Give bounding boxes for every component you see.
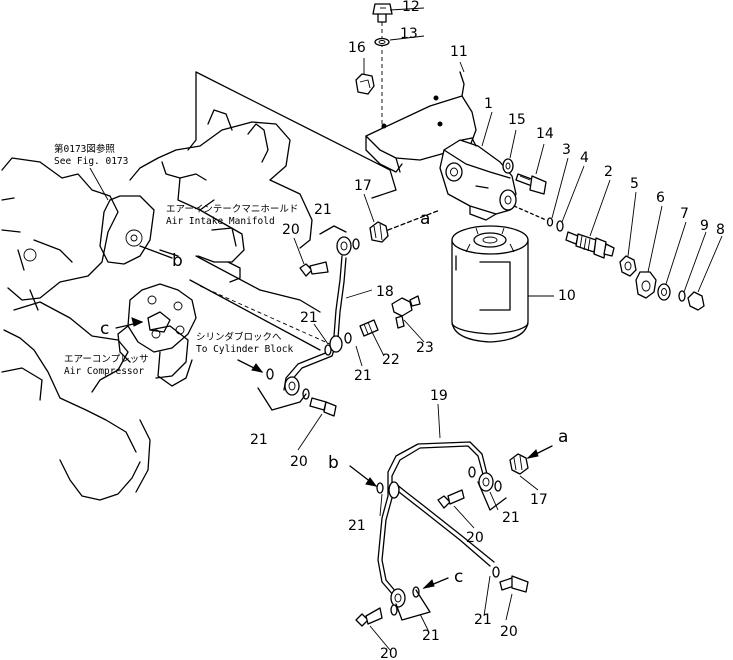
bolt-20-lower [309,397,337,417]
engine-outline [1,157,189,501]
seal-4 [513,205,564,232]
pipe-19 [377,441,495,597]
callout-9: 9 [700,218,709,234]
letter-a-pipe: a [558,427,568,447]
fitting-18-top [336,236,360,256]
nut-8 [687,291,705,311]
note-manifold-jp: エアーインテークマニホールド [166,204,298,215]
callout-21-upper: 21 [314,202,332,218]
air-compressor [117,283,197,387]
callout-22: 22 [382,352,400,368]
bolt-20-upper [299,261,329,277]
leader-b-main [159,249,179,257]
filter-cartridge [451,225,529,343]
callout-bracket-21-lower-a [477,481,507,511]
note-compressor-en: Air Compressor [64,366,144,377]
bolt-14 [515,173,547,195]
letter-c-main: c [100,319,109,339]
nut-5 [619,255,637,277]
callout-21-right: 21 [354,368,372,384]
arrow-a-pipe [526,445,553,459]
leader-lines [293,7,723,651]
fitting-18-mid [324,332,352,356]
callout-6: 6 [656,190,665,206]
letter-b-main: b [172,251,183,271]
callout-20-upper: 20 [282,222,300,238]
callout-20-lower-left: 20 [290,454,308,470]
callout-21-lower-left: 21 [250,432,268,448]
washer-13 [374,37,390,47]
callout-bracket-21-lower-b [395,589,431,621]
callout-15: 15 [508,112,526,128]
letter-b-pipe: b [328,453,339,473]
letter-c-pipe: c [454,567,463,587]
note-manifold-en: Air Intake Manifold [166,216,275,227]
seal-3 [546,217,554,227]
reference-letters: a b c a b c [100,209,568,587]
bolt-12 [372,3,393,23]
air-intake-manifold [99,71,397,351]
note-ref-en: See Fig. 0173 [54,156,128,167]
fitting-18-bottom [266,368,310,400]
callout-18: 18 [376,284,394,300]
connector-17-upper [369,209,441,243]
filter-head [439,137,517,221]
adapter-22 [359,319,379,337]
bolts-20-lower [355,489,529,627]
connector-17-lower [509,453,529,475]
pipe-19-fittings [376,466,502,616]
callout-4: 4 [580,150,589,166]
washer-15 [502,158,514,174]
callout-bracket-21a [319,225,347,235]
callout-23: 23 [416,340,434,356]
callout-21-lower-c: 21 [474,612,492,628]
arrow-to-cylinder-block [237,359,264,373]
callout-1: 1 [484,96,493,112]
callout-17-upper: 17 [354,178,372,194]
callout-3: 3 [562,142,571,158]
note-ref-jp: 第0173図参照 [54,143,115,155]
callout-19: 19 [430,388,448,404]
fitting-23 [391,295,421,329]
nut-16 [355,73,375,95]
callout-20-lower-d: 20 [380,646,398,660]
callout-8: 8 [716,222,725,238]
callout-14: 14 [536,126,554,142]
arrow-b-pipe [349,465,378,487]
callout-21-lower-a: 21 [502,510,520,526]
annotation-notes: 第0173図参照 See Fig. 0173 エアーインテークマニホールド Ai… [54,143,298,377]
callout-21-mid: 21 [300,310,318,326]
callout-7: 7 [680,206,689,222]
callout-16: 16 [348,40,366,56]
washer-7 [657,283,671,301]
callout-20-lower-c: 20 [500,624,518,640]
mounting-bracket [365,71,477,173]
callout-13: 13 [400,26,418,42]
cap-6 [635,271,657,299]
callout-20-lower-a: 20 [466,530,484,546]
callout-21-lower-b: 21 [348,518,366,534]
letter-a-main: a [420,209,430,229]
note-block-en: To Cylinder Block [196,344,294,355]
callout-2: 2 [604,164,613,180]
washer-9 [678,290,686,302]
note-block-jp: シリンダブロックへ [196,331,282,343]
arrow-c-pipe [422,577,449,589]
callout-5: 5 [630,176,639,192]
arrow-c-main [115,317,144,329]
callout-numbers: 12 13 16 11 1 15 14 3 4 2 5 6 7 9 8 17 1… [250,0,725,660]
callout-11: 11 [450,44,468,60]
callout-21-lower-d: 21 [422,628,440,644]
callout-10: 10 [558,288,576,304]
callout-17-lower: 17 [530,492,548,508]
callout-bracket-21d [257,387,307,411]
leader-ref [89,167,109,201]
note-compressor-jp: エアーコンプレッサ [64,354,149,365]
dashed-guide-18 [199,285,331,345]
sensor-2 [565,231,615,259]
callout-12: 12 [402,0,420,15]
